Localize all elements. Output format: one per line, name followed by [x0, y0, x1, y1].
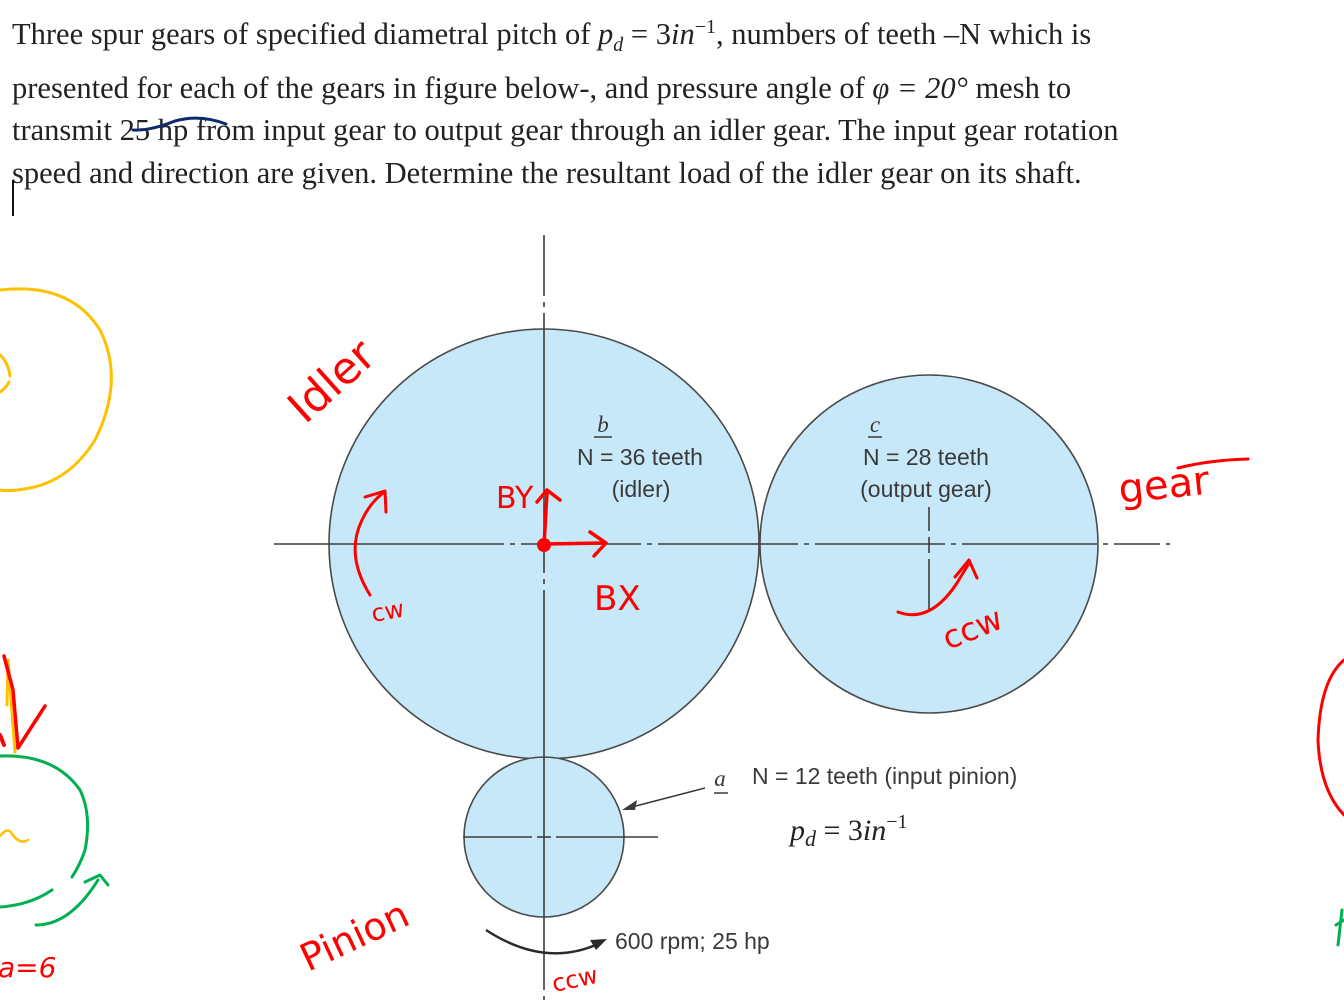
p-glyph: p: [788, 814, 805, 847]
equals-three: = 3: [623, 17, 671, 52]
text-run: transmit: [12, 113, 120, 148]
exponent: −1: [886, 811, 907, 833]
leader-arrowhead-icon: [622, 800, 637, 810]
by-annotation: BY: [496, 481, 534, 516]
red-sketch-circle: [1316, 658, 1344, 817]
power-value: 25 hp: [119, 113, 189, 148]
by-arrow-icon: [542, 491, 549, 547]
by-text: BY: [496, 481, 534, 516]
red-down-arrow: [2, 654, 47, 750]
cw-annotation: cw: [369, 595, 406, 628]
problem-line-4: speed and direction are given. Determine…: [12, 152, 1344, 195]
idler-role-label: (idler): [612, 476, 671, 502]
text-cursor: [12, 180, 14, 216]
bx-text: BX: [594, 579, 641, 619]
ccw-pinion-annotation: ccw: [549, 961, 600, 998]
a-equals-annotation: a=6: [0, 951, 56, 984]
equals-three: = 3: [816, 814, 863, 847]
gear-annotation: gear: [1116, 458, 1212, 513]
pitch-formula: pd = 3in−1: [788, 811, 908, 851]
text-run: Three spur gears of specified diametral …: [12, 17, 599, 52]
text-run: mesh to: [967, 70, 1072, 105]
exponent: −1: [694, 16, 717, 38]
pinion-rotation-arrow: [485, 928, 599, 955]
d-subscript: d: [613, 34, 624, 57]
text-run: speed and direction are given. Determine…: [12, 155, 1082, 190]
d-subscript: d: [805, 826, 817, 851]
bx-annotation: BX: [594, 579, 641, 619]
text-run: , numbers of teeth –N which is: [716, 17, 1092, 52]
input-speed-label: 600 rpm; 25 hp: [615, 928, 770, 954]
yellow-sketch-circle: [0, 287, 113, 493]
pd-symbol: pd: [598, 17, 623, 56]
text-run: presented for each of the gears in figur…: [12, 70, 873, 105]
centerlines: [274, 235, 1170, 1000]
rotation-arrowhead-icon: [590, 939, 607, 950]
output-teeth-label: N = 28 teeth: [863, 444, 989, 470]
idler-letter: b: [597, 412, 609, 437]
problem-statement: Three spur gears of specified diametral …: [12, 6, 1344, 194]
p-glyph: p: [598, 17, 614, 52]
problem-line-3: transmit 25 hp from input gear to output…: [12, 109, 1344, 152]
unit-in: in: [863, 814, 886, 847]
idler-teeth-label: N = 36 teeth: [577, 444, 703, 470]
output-role-label: (output gear): [860, 476, 992, 502]
bx-arrow-icon: [542, 541, 607, 546]
pressure-angle: φ = 20°: [872, 70, 968, 105]
pinion-leader-line: [627, 787, 706, 809]
ccw-output-arrow-icon: [896, 563, 970, 617]
underline-ink: [131, 116, 228, 132]
green-sketch-circle: [0, 754, 90, 879]
pinion-annotation: Pinion: [293, 892, 415, 980]
output-letter: c: [870, 412, 880, 437]
problem-line-1: Three spur gears of specified diametral …: [12, 6, 1344, 67]
unit-in: in: [671, 17, 695, 52]
pinion-teeth-label: N = 12 teeth (input pinion): [752, 763, 1017, 789]
text-run: from input gear to output gear through a…: [188, 113, 1119, 148]
pinion-letter: a: [714, 766, 726, 791]
problem-line-2: presented for each of the gears in figur…: [12, 67, 1344, 110]
cw-arrow-icon: [353, 491, 385, 597]
